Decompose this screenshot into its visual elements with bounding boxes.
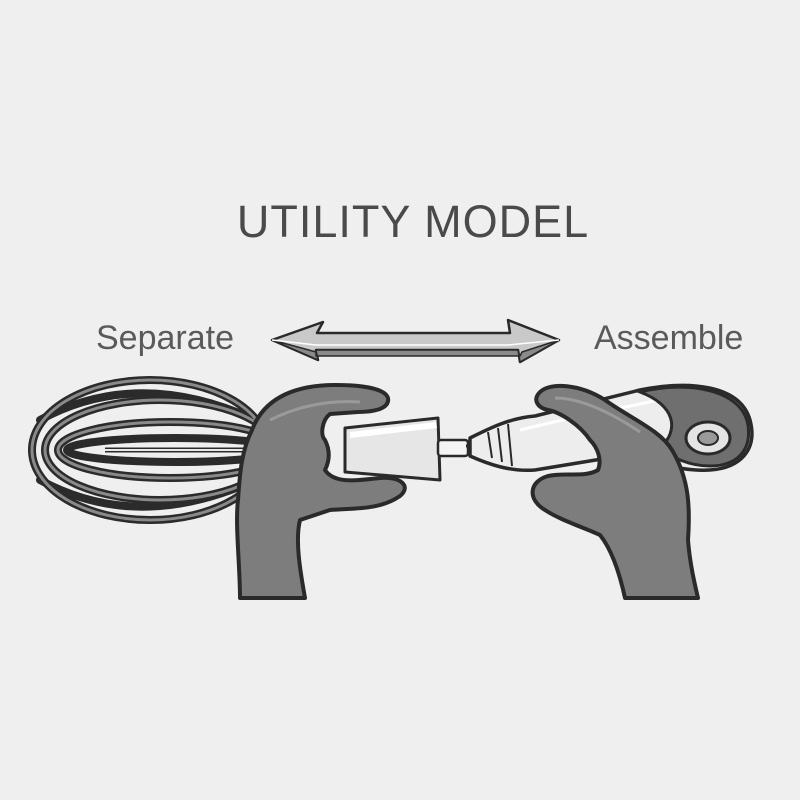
assemble-label: Assemble <box>594 319 744 357</box>
left-hand-icon <box>235 383 407 600</box>
separate-label: Separate <box>96 319 234 357</box>
double-headed-arrow-icon <box>270 318 561 364</box>
whisk-collar-icon <box>343 416 442 482</box>
diagram-title: UTILITY MODEL <box>236 196 590 247</box>
right-hand-icon <box>530 383 700 600</box>
